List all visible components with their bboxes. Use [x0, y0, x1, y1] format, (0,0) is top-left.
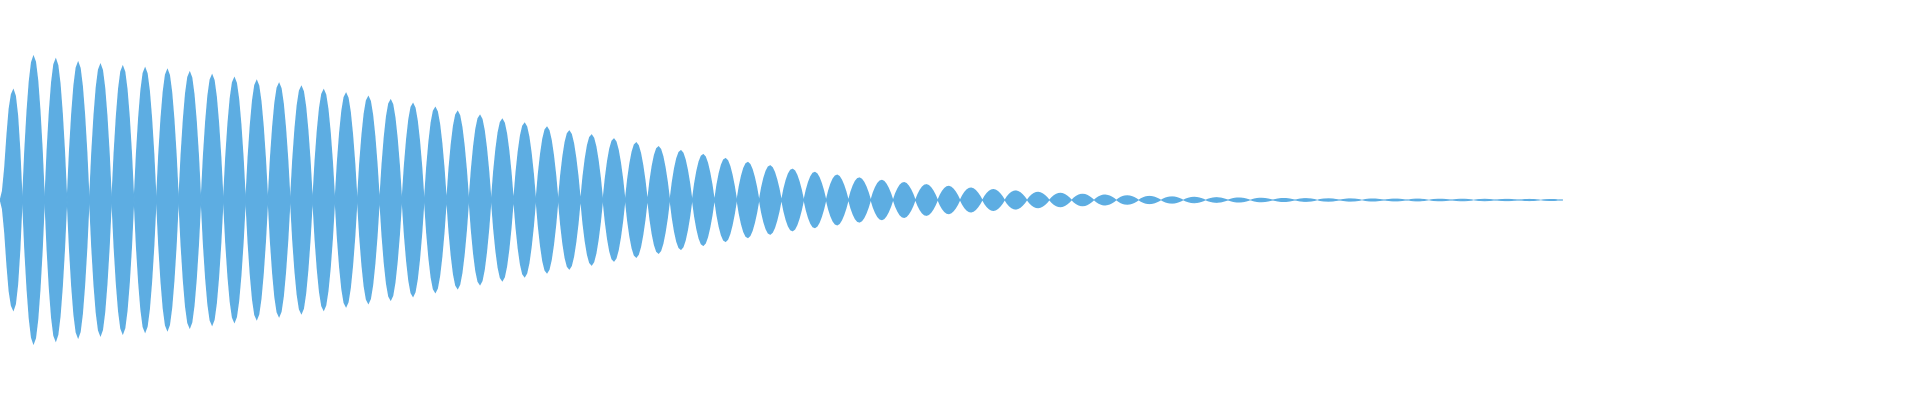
waveform-cycle	[22, 54, 45, 346]
waveform-cycle	[892, 181, 916, 219]
waveform-cycle	[959, 187, 983, 213]
waveform-cycle	[1004, 190, 1028, 210]
waveform-cycle	[111, 64, 135, 336]
waveform-cycle	[155, 68, 179, 332]
waveform-cycle	[245, 79, 269, 321]
waveform-cycle	[781, 168, 805, 232]
waveform-cycle	[602, 138, 626, 262]
waveform-cycle	[423, 106, 447, 294]
waveform-cycle	[513, 122, 537, 278]
waveform-cycle	[870, 179, 894, 221]
waveform-cycle	[937, 185, 961, 215]
waveform-cycle	[803, 171, 827, 229]
waveform-cycle	[490, 118, 514, 282]
waveform-cycle	[44, 57, 68, 343]
waveform-cycle	[736, 161, 760, 239]
waveform-cycle	[624, 142, 648, 258]
waveform-cycle	[379, 98, 403, 302]
waveform-cycle	[1115, 195, 1140, 205]
waveform-cycle	[669, 149, 693, 251]
waveform-cycle	[1160, 196, 1184, 204]
waveform-cycle	[468, 114, 492, 286]
waveform-cycle	[982, 188, 1006, 212]
waveform-cycle	[1138, 195, 1162, 205]
waveform-cycle	[89, 62, 112, 338]
waveform-cycle	[289, 85, 313, 315]
waveform-cycle	[691, 153, 715, 247]
waveform-cycle	[312, 88, 336, 312]
waveform-cycle	[334, 92, 358, 308]
waveform-cycle	[200, 73, 224, 327]
waveform-cycle	[133, 66, 157, 334]
waveform-cycle	[758, 165, 782, 235]
waveform-cycle	[1071, 193, 1095, 207]
waveform-cycle	[356, 95, 380, 305]
waveform-cycle	[647, 145, 671, 255]
waveform-cycle	[825, 174, 849, 226]
waveform-cycle	[267, 82, 291, 318]
waveform-cycle	[222, 76, 246, 324]
waveform-cycle	[1026, 191, 1050, 209]
waveform-cycle	[848, 177, 872, 223]
waveform-cycle	[178, 70, 202, 330]
waveform-cycle	[535, 126, 559, 274]
waveform-cycle	[557, 130, 581, 270]
waveform-cycle	[446, 110, 470, 290]
waveform-cycle	[1093, 194, 1117, 206]
waveform-cycle	[1048, 192, 1073, 208]
waveform-cycle	[401, 102, 425, 298]
waveform-cycle	[915, 184, 939, 216]
waveform-cycle	[66, 60, 90, 340]
waveform-cycle	[0, 88, 23, 312]
waveform-cycle	[714, 157, 738, 243]
waveform-cycle	[580, 134, 604, 266]
